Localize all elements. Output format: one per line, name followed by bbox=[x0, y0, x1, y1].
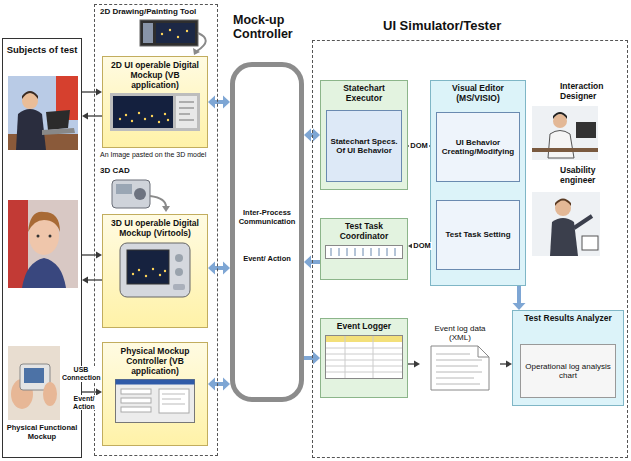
mockup-controller-panel: Mock-up Controller2D UI operable Digital… bbox=[94, 4, 218, 456]
node-title: Inter-Process Communication bbox=[235, 209, 299, 226]
node-title: Mock-up Controller bbox=[233, 13, 311, 42]
node-title: Test Results Analyzer bbox=[513, 311, 623, 324]
usability-engineer-picture bbox=[532, 192, 600, 256]
camera-mockup-picture bbox=[119, 242, 191, 298]
module-box: Visual Editor (MS/VISIO) UI Behavior Crea… bbox=[430, 80, 526, 286]
subject-face-photo bbox=[8, 200, 78, 288]
arrow bbox=[500, 361, 512, 368]
arrow bbox=[82, 89, 102, 96]
arrow bbox=[82, 277, 102, 284]
mockup-box: 3D UI operable Digital Mockup (Virtools) bbox=[102, 214, 208, 328]
mockup-box: Physical Mockup Controller (VB applicati… bbox=[102, 342, 208, 446]
arrow-shaft bbox=[214, 382, 225, 386]
node-title: Event log data (XML) bbox=[420, 322, 500, 342]
block-arrow bbox=[208, 96, 230, 109]
subject-laptop-photo bbox=[8, 76, 78, 150]
window-box: Statechart Specs. Of UI Behavior bbox=[326, 110, 402, 182]
node-title: Event Logger bbox=[321, 319, 407, 332]
node-title: UI Behavior Creating/Modifying bbox=[437, 138, 519, 156]
document-node: Event log data (XML) bbox=[420, 322, 500, 400]
physical-mockup-photo bbox=[8, 346, 60, 420]
annotation-label: Physical Functional Mockup bbox=[4, 424, 80, 441]
annotation-label: 2D Drawing/Painting Tool bbox=[100, 7, 216, 16]
block-arrow bbox=[208, 262, 230, 275]
drawing-tool-thumbnail bbox=[140, 20, 206, 55]
edge-label: DOM bbox=[409, 142, 429, 150]
annotation-label: An Image pasted on the 3D model bbox=[100, 151, 218, 159]
node-title: Visual Editor (MS/VISIO) bbox=[431, 81, 525, 104]
block-arrow bbox=[513, 286, 526, 310]
cad-model-picture bbox=[112, 180, 170, 212]
city-screen-picture bbox=[110, 93, 200, 131]
annotation-label: USB Connection bbox=[62, 366, 100, 382]
communication-bus: Inter-Process CommunicationEvent/ Action bbox=[230, 62, 304, 402]
interaction-designer-picture bbox=[532, 106, 598, 160]
annotation-label: 3D CAD bbox=[100, 166, 140, 175]
arrow-shaft bbox=[408, 363, 415, 364]
arrow-shaft bbox=[214, 266, 225, 270]
module-box: Test Results AnalyzerOperational log ana… bbox=[512, 310, 624, 406]
annotation-label: Usability engineer bbox=[560, 166, 626, 186]
arrow-shaft bbox=[517, 286, 521, 304]
module-box: Test Task Coordinator bbox=[320, 218, 408, 280]
edge-label: DOM bbox=[412, 242, 432, 250]
node-title: Statechart Executor bbox=[321, 81, 407, 104]
log-document-picture bbox=[430, 345, 490, 391]
arrow bbox=[82, 252, 102, 259]
node-title: Operational log analysis chart bbox=[521, 362, 615, 380]
annotation-label: Interaction Designer bbox=[560, 82, 626, 102]
arrow bbox=[82, 113, 102, 120]
arrow-shaft bbox=[214, 100, 225, 104]
chart-box: Operational log analysis chart bbox=[520, 344, 616, 398]
node-title: 3D UI operable Digital Mockup (Virtools) bbox=[103, 215, 207, 239]
module-box: Statechart ExecutorStatechart Specs. Of … bbox=[320, 80, 408, 190]
module-box: Event Logger bbox=[320, 318, 408, 398]
node-title: 2D UI operable Digital Mockup (VB applic… bbox=[103, 57, 207, 90]
block-arrow bbox=[208, 378, 230, 391]
node-title: Test Task Coordinator bbox=[321, 219, 407, 242]
edge-label: Event/ Action bbox=[69, 395, 99, 410]
node-title: Statechart Specs. Of UI Behavior bbox=[327, 137, 401, 155]
arrow-shaft bbox=[500, 363, 507, 364]
node-title: Test Task Setting bbox=[437, 230, 519, 239]
controller-window-picture bbox=[115, 379, 195, 423]
log-table-picture bbox=[325, 335, 403, 379]
simulator-panel: UI Simulator/TesterStatechart ExecutorSt… bbox=[312, 40, 628, 458]
node-note: Event/ Action bbox=[235, 255, 299, 264]
window-box: UI Behavior Creating/Modifying bbox=[436, 112, 520, 182]
arrow bbox=[408, 361, 420, 368]
task-strip-picture bbox=[325, 245, 403, 259]
mockup-box: 2D UI operable Digital Mockup (VB applic… bbox=[102, 56, 208, 148]
node-title: UI Simulator/Tester bbox=[383, 19, 553, 34]
node-title: Subjects of test bbox=[3, 39, 81, 56]
window-box: Test Task Setting bbox=[436, 200, 520, 270]
node-title: Physical Mockup Controller (VB applicati… bbox=[103, 343, 207, 376]
